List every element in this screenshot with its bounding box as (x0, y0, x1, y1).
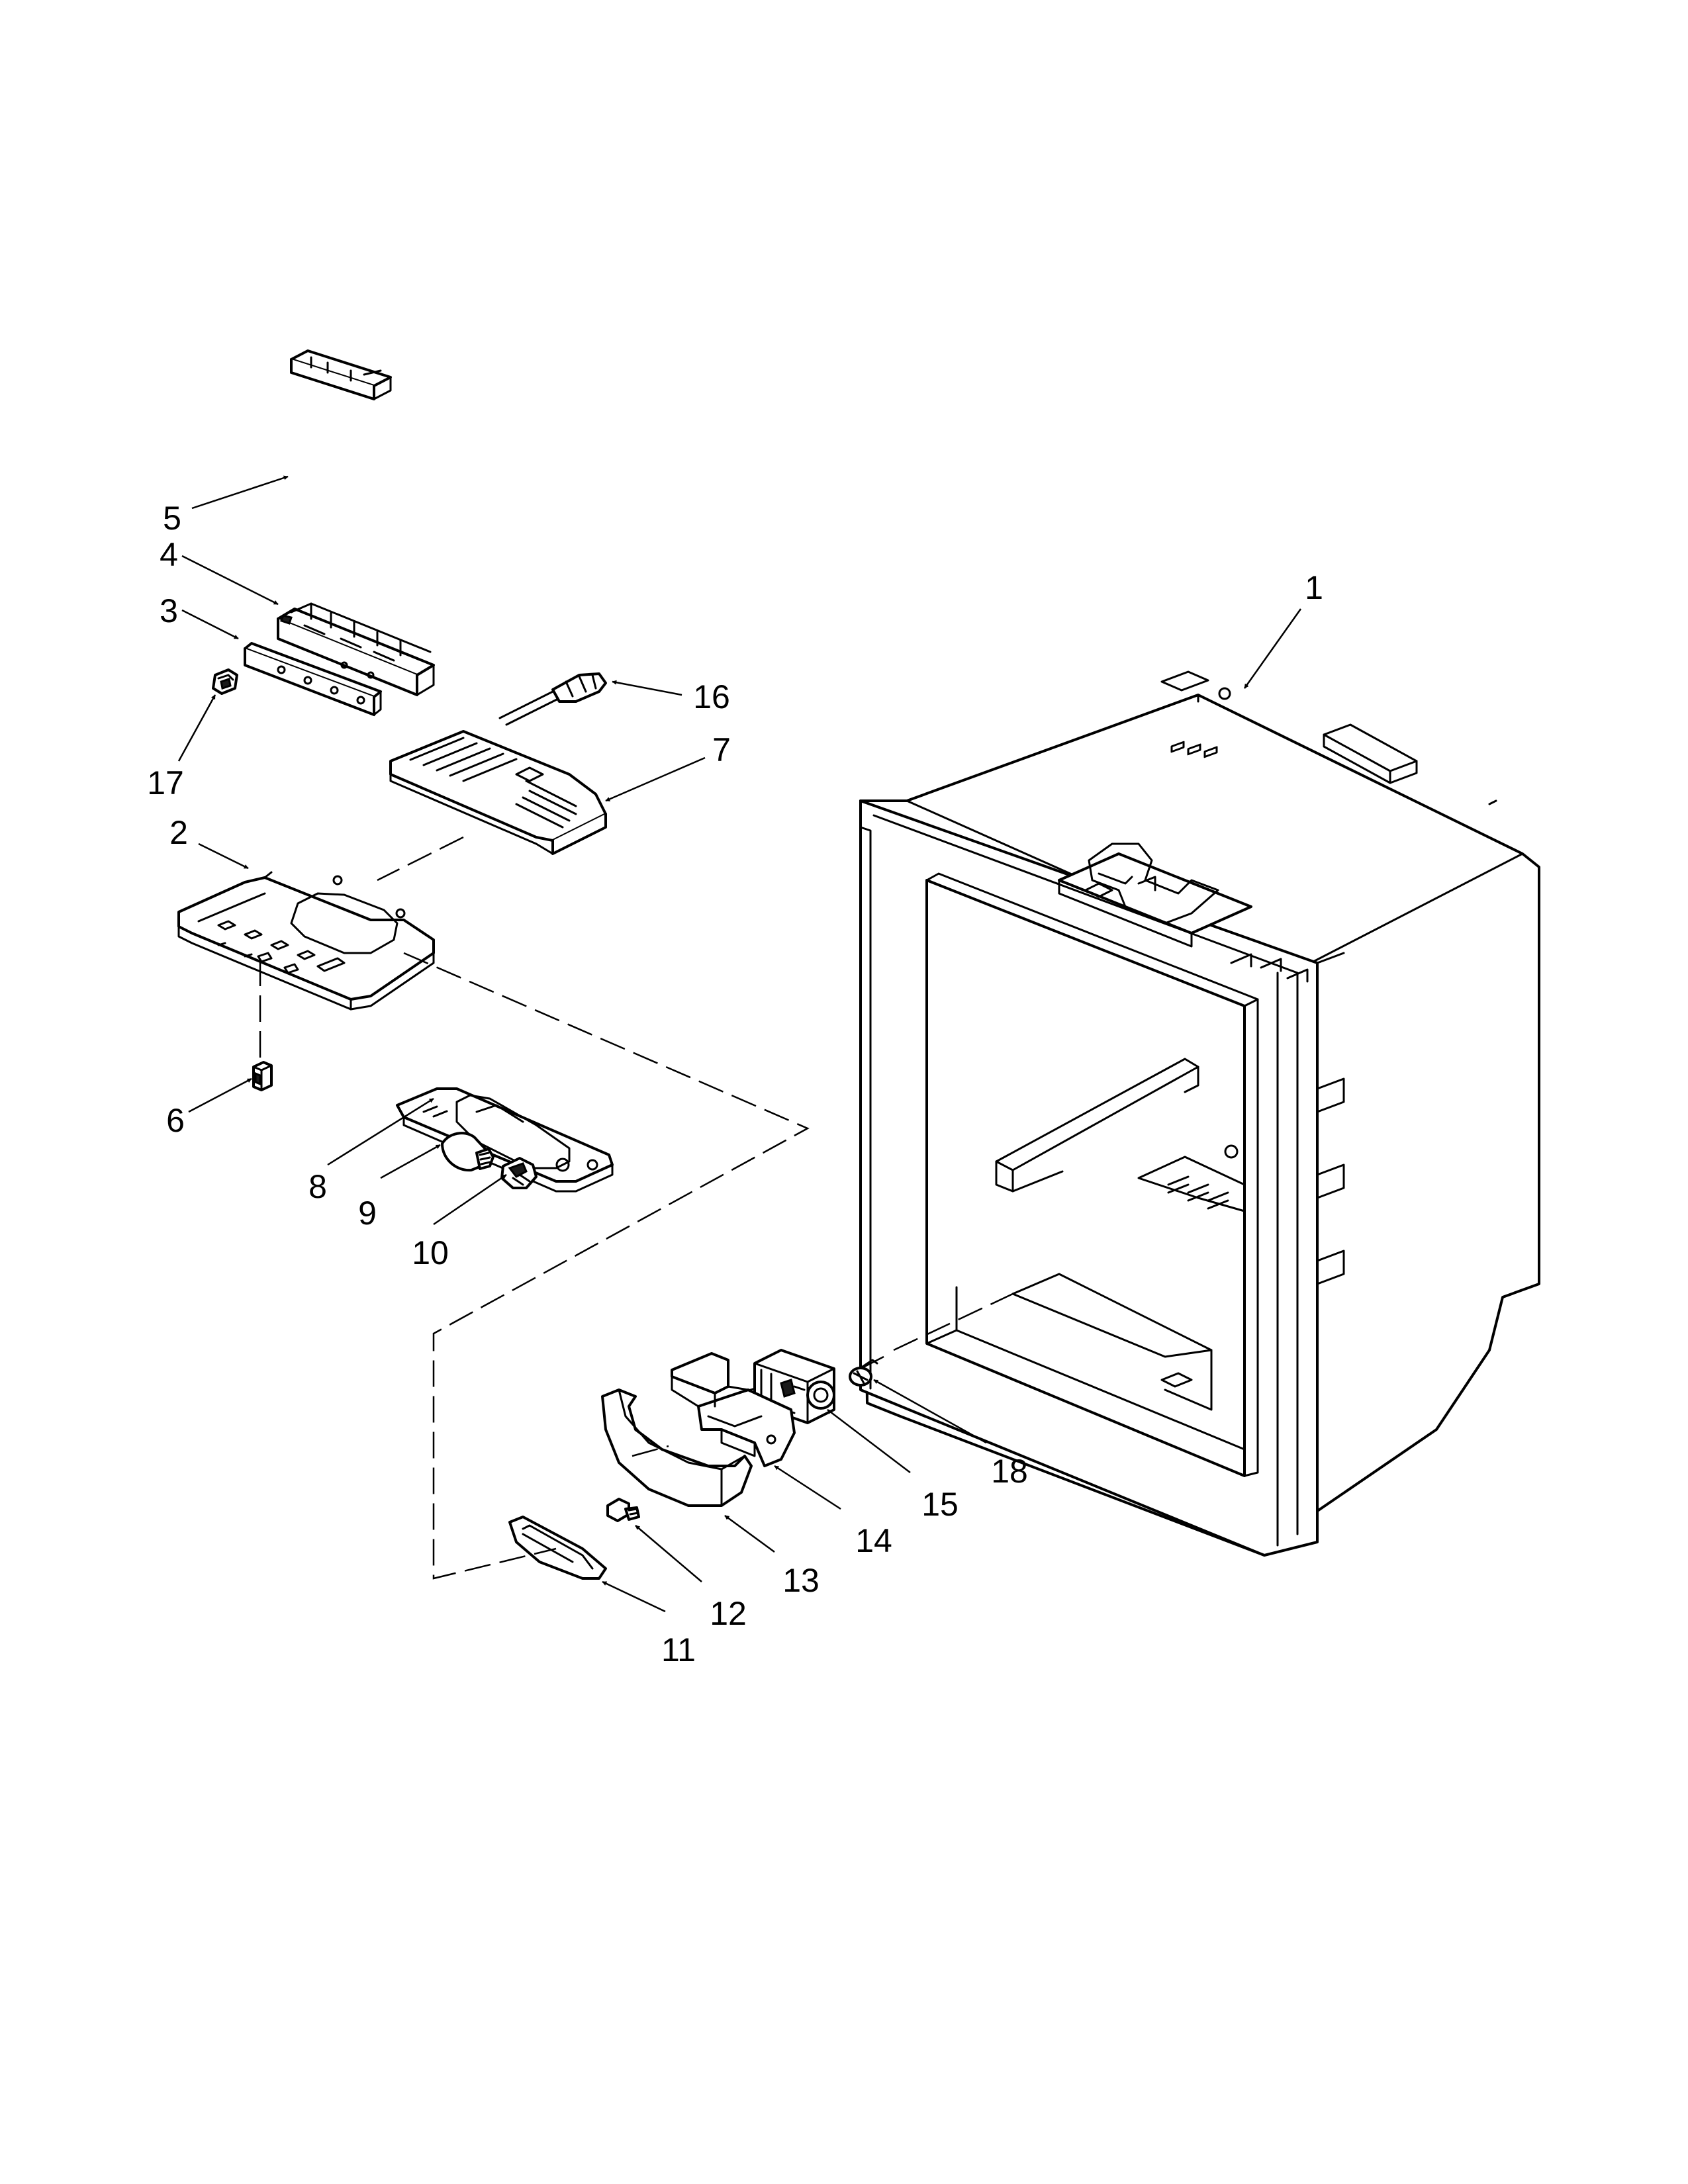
leader-17 (177, 694, 216, 762)
leader-18 (873, 1379, 987, 1444)
part-3 (244, 642, 382, 716)
callout-8: 8 (308, 1168, 327, 1205)
callout-4: 4 (160, 536, 178, 573)
part-1-liner (859, 670, 1540, 1557)
part-16 (498, 672, 607, 726)
callout-11: 11 (661, 1631, 696, 1668)
callout-16: 16 (693, 678, 730, 715)
part-9-bulb (441, 1132, 494, 1172)
callout-9: 9 (358, 1195, 377, 1232)
leader-2 (198, 842, 249, 870)
part-10-socket (500, 1157, 538, 1189)
callout-15: 15 (921, 1486, 959, 1523)
part-4 (277, 602, 435, 696)
callout-3: 3 (160, 592, 178, 629)
callout-18: 18 (991, 1453, 1028, 1490)
callout-2: 2 (169, 814, 188, 851)
leader-3 (181, 609, 239, 640)
callout-13: 13 (782, 1562, 820, 1599)
leader-9 (380, 1144, 441, 1179)
leader-5 (191, 475, 289, 510)
leader-7 (605, 756, 706, 802)
part-17 (212, 668, 238, 695)
leader-15 (827, 1409, 911, 1473)
leader-11 (602, 1580, 666, 1613)
callout-10: 10 (412, 1234, 449, 1271)
leader-1 (1243, 608, 1302, 689)
callout-6: 6 (166, 1102, 185, 1139)
leader-13 (724, 1514, 775, 1553)
part-7 (389, 730, 607, 855)
leader-12 (635, 1525, 702, 1582)
callout-5: 5 (163, 500, 181, 537)
part-11 (508, 1516, 607, 1580)
part-13 (601, 1388, 753, 1507)
leader-lines (177, 475, 1302, 1613)
leader-6 (188, 1077, 252, 1113)
callout-17: 17 (147, 764, 184, 801)
callout-labels: 1 2 3 4 5 6 7 8 9 10 11 12 13 14 15 16 1… (147, 500, 1323, 1668)
leader-16 (612, 680, 682, 696)
leader-4 (181, 555, 279, 606)
dashed-assembly-guides (259, 836, 1013, 1580)
part-2 (177, 871, 435, 1011)
part-12-screw (606, 1498, 640, 1522)
part-6 (252, 1061, 273, 1091)
leader-10 (433, 1173, 507, 1226)
part-14 (671, 1352, 796, 1467)
callout-12: 12 (710, 1595, 747, 1632)
part-5 (290, 349, 392, 400)
callout-7: 7 (712, 731, 731, 768)
callout-14: 14 (855, 1522, 892, 1559)
leader-8 (327, 1097, 434, 1166)
callout-1: 1 (1305, 569, 1323, 606)
leader-14 (774, 1465, 841, 1510)
